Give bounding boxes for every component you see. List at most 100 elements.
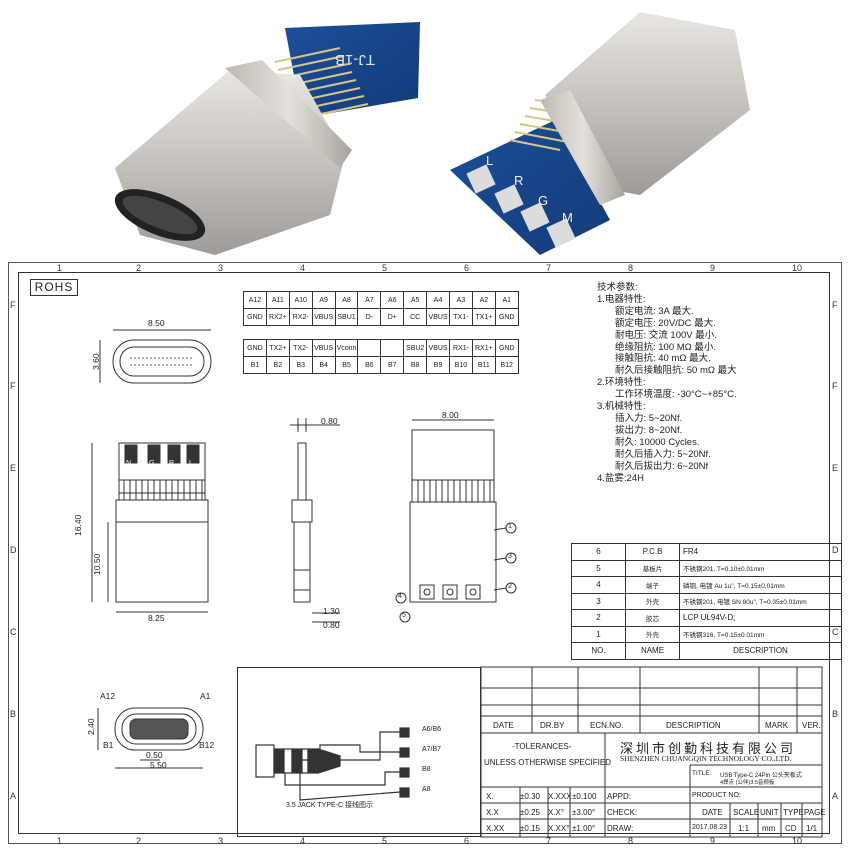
param-line: 绝缘阻抗: 100 MΩ 最小. — [615, 341, 717, 353]
pinout-table: A12 A11 A10 A9 A8 A7 A6 A5 A4 A3 A2 A1 G… — [243, 291, 519, 374]
param-line: 额定电压: 20V/DC 最大. — [615, 317, 716, 329]
zone-number: 8 — [628, 263, 634, 273]
title-value: USB Type-C 24Pin 公头夹板式 — [720, 773, 802, 779]
rev-header: MARK — [765, 721, 789, 730]
tolerances-title: -TOLERANCES- — [512, 742, 572, 751]
unless-specified: UNLESS OTHERWISE SPECIFIED — [484, 758, 611, 767]
tol-cell: CHECK: — [607, 808, 638, 817]
bom-row: 5 基板片 不锈钢201, T=0.10±0.01mm — [571, 559, 842, 577]
tol-cell: X. — [486, 792, 494, 801]
zone-number: 9 — [710, 836, 716, 846]
zone-letter: E — [10, 463, 17, 473]
param-line: 3.机械特性: — [597, 401, 646, 413]
pcb-plan — [118, 442, 206, 494]
pin-signal: D+ — [380, 308, 405, 326]
pad-label: N — [126, 460, 132, 467]
zone-letter: F — [832, 300, 838, 310]
zone-number: 4 — [300, 836, 306, 846]
zone-number: 8 — [628, 836, 634, 846]
bom-row: 6 P.C.B FR4 — [571, 543, 842, 561]
rev-header: DESCRIPTION — [666, 721, 721, 730]
callout-number: 3 — [508, 553, 512, 560]
top-view-outline — [112, 339, 212, 384]
tol-cell: ±1.00° — [572, 824, 596, 833]
company-name-en: SHENZHEN CHUANGQIN TECHNOLOGY CO.,LTD. — [620, 754, 792, 763]
zone-number: 9 — [710, 263, 716, 273]
jack-label: A6/B6 — [422, 726, 442, 733]
zone-letter: F — [10, 381, 16, 391]
pcb-letter-r: R — [514, 173, 523, 188]
tol-cell: ±3.00° — [572, 808, 596, 817]
meta-header: TYPE — [783, 808, 804, 817]
tol-cell: APPD: — [607, 792, 632, 801]
param-line: 2.环境特性: — [597, 377, 646, 389]
param-line: 耐电压: 交流 100V 最小. — [615, 329, 717, 341]
zone-letter: F — [10, 300, 16, 310]
meta-header: UNIT — [760, 808, 779, 817]
bom-table: 6 P.C.B FR4 5 基板片 不锈钢201, T=0.10±0.01mm … — [571, 543, 842, 660]
tol-cell: X.XXX — [548, 792, 572, 801]
zone-number: 4 — [300, 263, 306, 273]
zone-number: 10 — [792, 836, 803, 846]
zone-number: 7 — [546, 836, 552, 846]
zone-letter: A — [832, 791, 839, 801]
front-label-b1: B1 — [103, 740, 114, 750]
pin-signal: RX2- — [288, 308, 313, 326]
meta-value: mm — [762, 824, 776, 833]
callout-number: 1 — [508, 523, 512, 530]
rev-header: DATE — [493, 721, 514, 730]
dim-shell-width: 8.25 — [148, 613, 165, 623]
zone-number: 2 — [136, 263, 142, 273]
front-view-outline — [114, 707, 204, 751]
zone-number: 6 — [464, 836, 470, 846]
zone-number: 1 — [57, 836, 63, 846]
rev-header: ECN.NO. — [590, 721, 624, 730]
front-label-a1: A1 — [200, 691, 211, 701]
param-line: 接触阻抗: 40 mΩ 最大. — [615, 353, 711, 365]
zone-number: 3 — [218, 836, 224, 846]
pcb-letter-m: M — [562, 210, 573, 225]
zone-letter: A — [10, 791, 17, 801]
tol-cell: X.X — [486, 808, 499, 817]
dim-thickness: 0.80 — [321, 416, 338, 426]
rev-header: VER. — [802, 721, 821, 730]
pin-id: B2 — [265, 356, 290, 374]
tol-cell: X.XX — [486, 824, 505, 833]
zone-number: 2 — [136, 836, 142, 846]
technical-parameters: 技术参数: 1.电器特性: 额定电流: 3A 最大. 额定电压: 20V/DC … — [597, 282, 737, 484]
tol-cell: ±0.30 — [520, 792, 540, 801]
rohs-badge: ROHS — [30, 279, 78, 296]
param-line: 工作环境温度: -30°C~+85°C. — [615, 389, 737, 401]
callout-number: 2 — [508, 583, 512, 590]
zone-number: 7 — [546, 263, 552, 273]
pcb-letter-g: G — [538, 193, 548, 208]
param-line: 耐久后插入力: 5~20Nf. — [615, 448, 711, 460]
pad-label: R — [169, 460, 175, 467]
tol-cell: X.XX° — [548, 824, 570, 833]
dim-span: 5.50 — [150, 760, 167, 770]
meta-header: PAGE — [804, 808, 826, 817]
dim-pin-a: 1.30 — [323, 606, 340, 616]
param-line: 1.电器特性: — [597, 293, 646, 305]
product-photo: TJ-1B L R G M — [0, 0, 850, 262]
product-no-label: PRODUCT NO: — [692, 792, 741, 799]
callout-number: 5 — [402, 612, 406, 619]
tol-cell: DRAW: — [607, 824, 634, 833]
tol-cell: X.X° — [548, 808, 565, 817]
pin-ids-bottom: B1 B2 B3 B4 B5 B6 B7 B8 B9 B10 B11 B12 — [243, 356, 519, 374]
pcb-letter-l: L — [486, 153, 493, 168]
pin-id: B12 — [494, 356, 519, 374]
param-line: 额定电流: 3A 最大. — [615, 305, 694, 317]
pin-signals-top: GND RX2+ RX2- VBUS SBU1 D- D+ CC VBUS TX… — [243, 308, 519, 326]
title-value-2: 4焊点 (公伴)3.5音频板 — [720, 780, 775, 786]
pin-signal: VBUS — [426, 308, 451, 326]
jack-caption: 3.5 JACK TYPE-C 接线图示 — [286, 802, 374, 809]
drawing-sheet — [8, 262, 842, 844]
meta-value: 2017.08.23 — [692, 824, 728, 831]
front-label-b12: B12 — [199, 740, 215, 750]
param-line: 技术参数: — [597, 282, 638, 293]
param-line: 4.盐雾:24H — [597, 472, 644, 484]
zone-letter: E — [832, 463, 839, 473]
pin-id: B9 — [426, 356, 451, 374]
